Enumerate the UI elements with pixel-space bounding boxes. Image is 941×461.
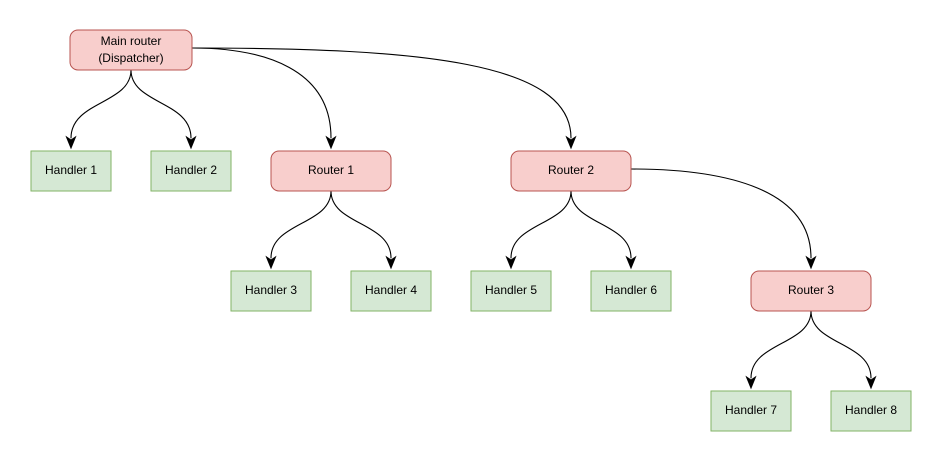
node-handler-3[interactable]: Handler 3 [230,270,312,312]
node-box-router[interactable] [510,150,632,192]
node-router-2[interactable]: Router 2 [510,150,632,192]
edge-line [130,69,192,139]
edge-line [191,47,572,139]
node-handler-8[interactable]: Handler 8 [830,390,912,432]
edge-main-to-handler-2 [130,69,197,150]
node-handler-2[interactable]: Handler 2 [150,150,232,192]
node-box-handler[interactable] [470,270,552,312]
node-box-handler[interactable] [230,270,312,312]
arrowhead-icon [385,255,397,270]
edge-router-2-to-handler-6 [570,190,637,270]
node-box-handler[interactable] [350,270,432,312]
edge-main-to-handler-1 [65,69,132,150]
node-box-router[interactable] [750,270,872,312]
arrowhead-icon [805,255,817,270]
node-handler-5[interactable]: Handler 5 [470,270,552,312]
node-handler-4[interactable]: Handler 4 [350,270,432,312]
edges-layer [65,47,877,390]
edge-router-1-to-handler-3 [265,190,332,270]
arrowhead-icon [745,375,757,390]
edge-line [630,168,812,259]
arrowhead-icon [865,375,877,390]
node-box-handler[interactable] [150,150,232,192]
node-box-handler[interactable] [30,150,112,192]
arrowhead-icon [565,135,577,150]
nodes-layer: Main router(Dispatcher) Handler 1 Handler … [30,29,912,432]
edge-line [810,310,872,379]
node-handler-1[interactable]: Handler 1 [30,150,112,192]
edge-main-to-router-2 [191,47,577,150]
node-box-router[interactable] [270,150,392,192]
edge-line [270,190,332,259]
node-box-handler[interactable] [830,390,912,432]
node-box-handler[interactable] [590,270,672,312]
node-main-router[interactable]: Main router(Dispatcher) [69,29,193,71]
node-box-router[interactable] [69,29,193,71]
node-box-handler[interactable] [710,390,792,432]
edge-router-2-to-handler-5 [505,190,572,270]
edge-line [750,310,812,379]
node-router-1[interactable]: Router 1 [270,150,392,192]
edge-line [510,190,572,259]
edge-router-1-to-handler-4 [330,190,397,270]
arrowhead-icon [185,135,197,150]
edge-line [70,69,132,139]
edge-main-to-router-1 [191,47,337,150]
edge-router-2-to-router-3 [630,168,817,270]
arrowhead-icon [265,255,277,270]
edge-router-3-to-handler-8 [810,310,877,390]
edge-line [191,47,332,139]
arrowhead-icon [65,135,77,150]
arrowhead-icon [325,135,337,150]
edge-line [330,190,392,259]
node-router-3[interactable]: Router 3 [750,270,872,312]
node-handler-6[interactable]: Handler 6 [590,270,672,312]
node-handler-7[interactable]: Handler 7 [710,390,792,432]
edge-router-3-to-handler-7 [745,310,812,390]
edge-line [570,190,632,259]
arrowhead-icon [505,255,517,270]
arrowhead-icon [625,255,637,270]
